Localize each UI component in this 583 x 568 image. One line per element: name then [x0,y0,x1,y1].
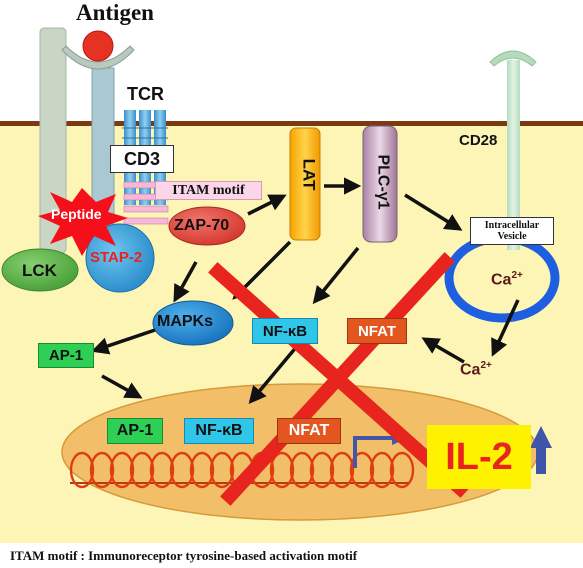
nfat-cyto-box: NFAT [347,318,407,344]
lck-label: LCK [22,261,57,280]
tcr-label: TCR [127,84,164,104]
footnote: ITAM motif : Immunoreceptor tyrosine-bas… [10,548,358,563]
nfkb-cyto-box: NF-κB [252,318,318,344]
peptide-label: Peptide [51,206,102,222]
ap1-cyto-box: AP-1 [38,343,94,368]
nfat-nuclear-box: NFAT [277,418,341,444]
dna-loop [189,451,215,489]
cell-membrane [0,121,583,126]
cd3-label: CD3 [110,145,174,173]
vesicle-label-line2: Vesicle [497,231,527,242]
lat-label: LAT [299,158,319,191]
cd28-receptor [489,50,537,250]
lat-node [289,127,321,241]
dna-loop [129,451,155,489]
plc-node [362,125,398,243]
vesicle-label-line1: Intracellular [484,219,540,231]
zap70-label: ZAP-70 [174,217,230,234]
dna-loop [329,451,355,489]
dna-loop [109,451,135,489]
ca-vesicle-text: Ca [491,271,512,289]
dna-loop [269,451,295,489]
peptide-burst-icon [38,188,128,256]
antigen-label: Antigen [76,0,154,25]
up-arrow-icon [530,426,552,474]
ca-cytosol-text: Ca [460,361,481,379]
signal-arrows [91,177,520,405]
ap1-nuclear-box: AP-1 [107,418,163,444]
dna-loop [149,451,175,489]
nfkb-nuclear-box: NF-κB [184,418,254,444]
lck-node [1,248,79,292]
dna-loop [69,451,95,489]
mhc-groove [61,45,135,70]
mapks-label: MAPKs [157,313,214,330]
dna-loop [209,451,235,489]
mapks-node [152,300,234,346]
stap2-label: STAP-2 [90,249,143,266]
il2-gene-box: IL-2 [427,425,531,489]
dna-loop [289,451,315,489]
stap2-node [85,223,155,293]
dna-loop [349,451,375,489]
antigen-ball-icon [82,30,114,62]
plc-label: PLC-γ1 [374,154,392,210]
dna-loop [89,451,115,489]
dna-loop [389,451,415,489]
ca-cytosol-sup: 2+ [480,360,492,371]
dna-loop [169,451,195,489]
dna-loop [369,451,395,489]
ca-cytosol-label: Ca2+ [460,361,492,378]
itam-motif-label: ITAM motif [155,181,262,200]
ca-vesicle-sup: 2+ [511,270,523,281]
zap70-node [168,206,246,246]
vesicle-label: Intracellular Vesicle [470,217,554,245]
cd28-label: CD28 [459,132,498,149]
dna-loop [309,451,335,489]
cross-mark-icon [208,252,470,506]
ca-vesicle-label: Ca2+ [491,271,523,288]
promoter-arrow [353,436,392,468]
